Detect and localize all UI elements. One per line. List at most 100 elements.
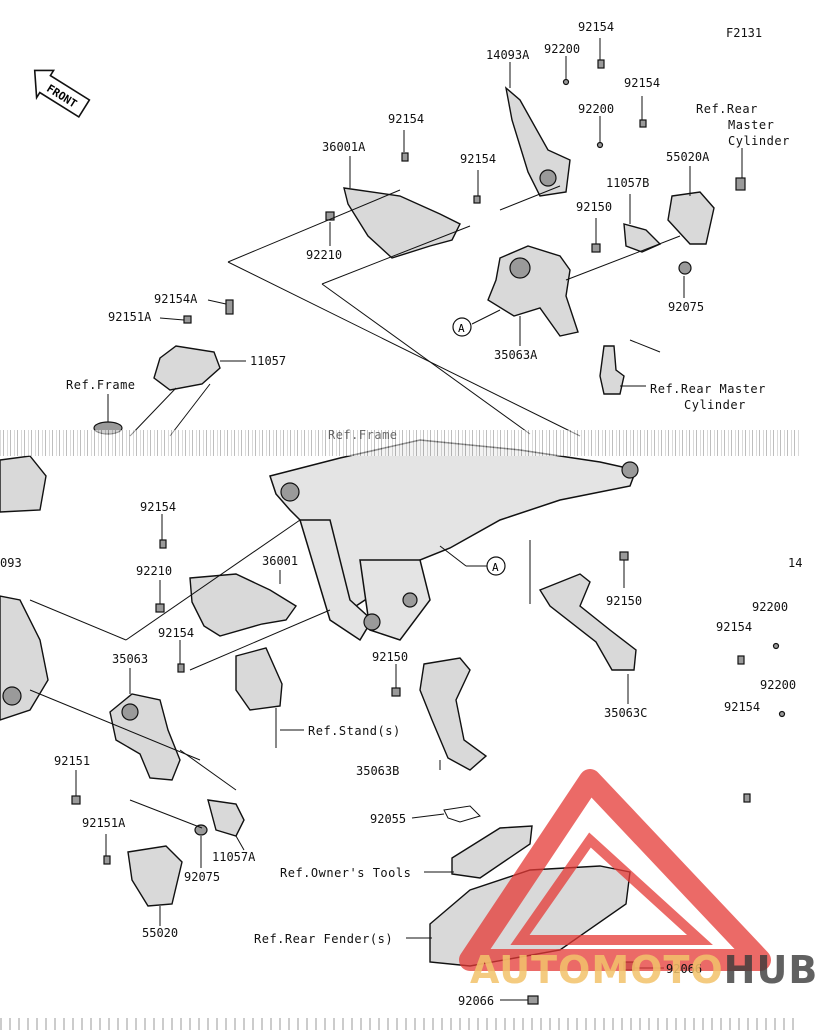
washer-92200-b [596, 141, 604, 149]
label-92154-b: 92154 [624, 76, 661, 90]
bracket-35063C [538, 573, 637, 671]
label-92151A-b: 92151A [82, 816, 126, 830]
scan-artifact-bottom [0, 1018, 800, 1030]
label-92154-g: 92154 [716, 620, 753, 634]
label-92066-b: 92066 [458, 994, 495, 1008]
ref-rear-fender: Ref.Rear Fender(s) [254, 932, 394, 946]
bolt-92154-top [597, 59, 605, 69]
label-11057B: 11057B [606, 176, 650, 190]
band-92055 [443, 805, 481, 823]
label-36001A: 36001A [322, 140, 366, 154]
bracket-35063A-boss [509, 257, 531, 279]
label-92066-a: 92066 [666, 962, 703, 976]
label-36001: 36001 [262, 554, 299, 568]
washer-92200-c [772, 642, 780, 650]
bracket-35063B [419, 657, 488, 771]
label-92154-h: 92154 [724, 700, 761, 714]
label-92200-top: 92200 [544, 42, 581, 56]
label-92200-b: 92200 [578, 102, 615, 116]
bolt-92150-a [591, 243, 601, 253]
label-92075-b: 92075 [184, 870, 221, 884]
bolt-92150-c [391, 687, 401, 697]
plate-ref-stand [235, 647, 283, 711]
label-92154-f: 92154 [158, 626, 195, 640]
label-92055: 92055 [370, 812, 407, 826]
label-92151: 92151 [54, 754, 91, 768]
label-92154-e: 92154 [140, 500, 177, 514]
plate-55020 [127, 845, 183, 907]
exploded-parts-diagram: FRONT [0, 38, 786, 1005]
watermark-part1: AUTOMOTO [470, 948, 724, 992]
svg-text:A: A [458, 322, 465, 335]
label-11057A: 11057A [212, 850, 256, 864]
guard-36001 [189, 573, 298, 637]
label-35063B: 35063B [356, 764, 400, 778]
label-35063: 35063 [112, 652, 149, 666]
label-35063A: 35063A [494, 348, 538, 362]
label-92210-a: 92210 [306, 248, 343, 262]
grommet-92066-b [527, 995, 539, 1005]
callout-a-top: A [452, 317, 472, 337]
bolt-92154A [225, 299, 234, 315]
bolt-92151 [71, 795, 81, 805]
label-11057: 11057 [250, 354, 287, 368]
bolt-92150-b [619, 551, 629, 561]
bolt-92154-f [177, 663, 185, 673]
guard-36001A [343, 187, 461, 259]
ref-rear-master-cyl-line3: Cylinder [728, 134, 790, 148]
label-92150-c: 92150 [372, 650, 409, 664]
label-55020: 55020 [142, 926, 179, 940]
ref-rear-master-cyl-line1: Ref.Rear [696, 102, 758, 116]
bolt-92154-d [473, 195, 481, 204]
label-92075-a: 92075 [668, 300, 705, 314]
bolt-92154-e [159, 539, 167, 549]
label-92154-top: 92154 [578, 20, 615, 34]
label-92200-d: 92200 [760, 678, 797, 692]
front-arrow-icon: FRONT [33, 69, 91, 119]
svg-text:A: A [492, 561, 499, 574]
nut-92210-a [325, 211, 335, 221]
ref-frame-cut: Ref.Frame [328, 428, 398, 442]
figure-code: F2131 [726, 26, 763, 40]
label-35063C: 35063C [604, 706, 648, 720]
collar-92075-a [678, 261, 692, 275]
ref-stand: Ref.Stand(s) [308, 724, 401, 738]
watermark-part2: HUB [723, 948, 818, 992]
bolt-92154-c [401, 152, 409, 162]
label-92154-d: 92154 [460, 152, 497, 166]
bolt-92154-b [639, 119, 647, 128]
nut-92210-b [155, 603, 165, 613]
ref-frame: Ref.Frame [66, 378, 136, 392]
label-92154A: 92154A [154, 292, 198, 306]
bracket-11057 [153, 345, 221, 391]
rear-master-cylinder [599, 345, 625, 395]
label-093-cut: 093 [0, 556, 22, 570]
ref-rear-master-cyl-b-line2: Cylinder [684, 398, 746, 412]
owners-tools-pouch [451, 825, 533, 879]
label-92150-a: 92150 [576, 200, 613, 214]
cover-14093A-hole [539, 169, 557, 187]
bolt-92151A-b [103, 855, 111, 865]
label-92151A-a: 92151A [108, 310, 152, 324]
label-92210-b: 92210 [136, 564, 173, 578]
automotohub-watermark: AUTOMOTOHUB [470, 948, 818, 992]
washer-92151A-a [183, 315, 192, 324]
washer-92200-top [562, 78, 570, 86]
cover-14093A [504, 86, 571, 197]
bolt-92154-g [737, 655, 745, 665]
label-14-cut: 14 [788, 556, 803, 570]
scan-artifact-band [0, 430, 800, 456]
bracket-35063A [487, 245, 579, 337]
label-14093A: 14093A [486, 48, 530, 62]
left-edge-part [0, 455, 47, 513]
leader-lines [29, 38, 743, 1001]
plate-55020A [667, 191, 715, 245]
main-frame [269, 439, 639, 642]
bolt-ref-rear-mc [735, 177, 746, 191]
ref-rear-master-cyl-line2: Master [728, 118, 775, 132]
callout-a-mid: A [486, 556, 506, 576]
bolt-92154-h [743, 793, 751, 803]
ref-owners-tools: Ref.Owner's Tools [280, 866, 412, 880]
label-92154-c: 92154 [388, 112, 425, 126]
label-55020A: 55020A [666, 150, 710, 164]
